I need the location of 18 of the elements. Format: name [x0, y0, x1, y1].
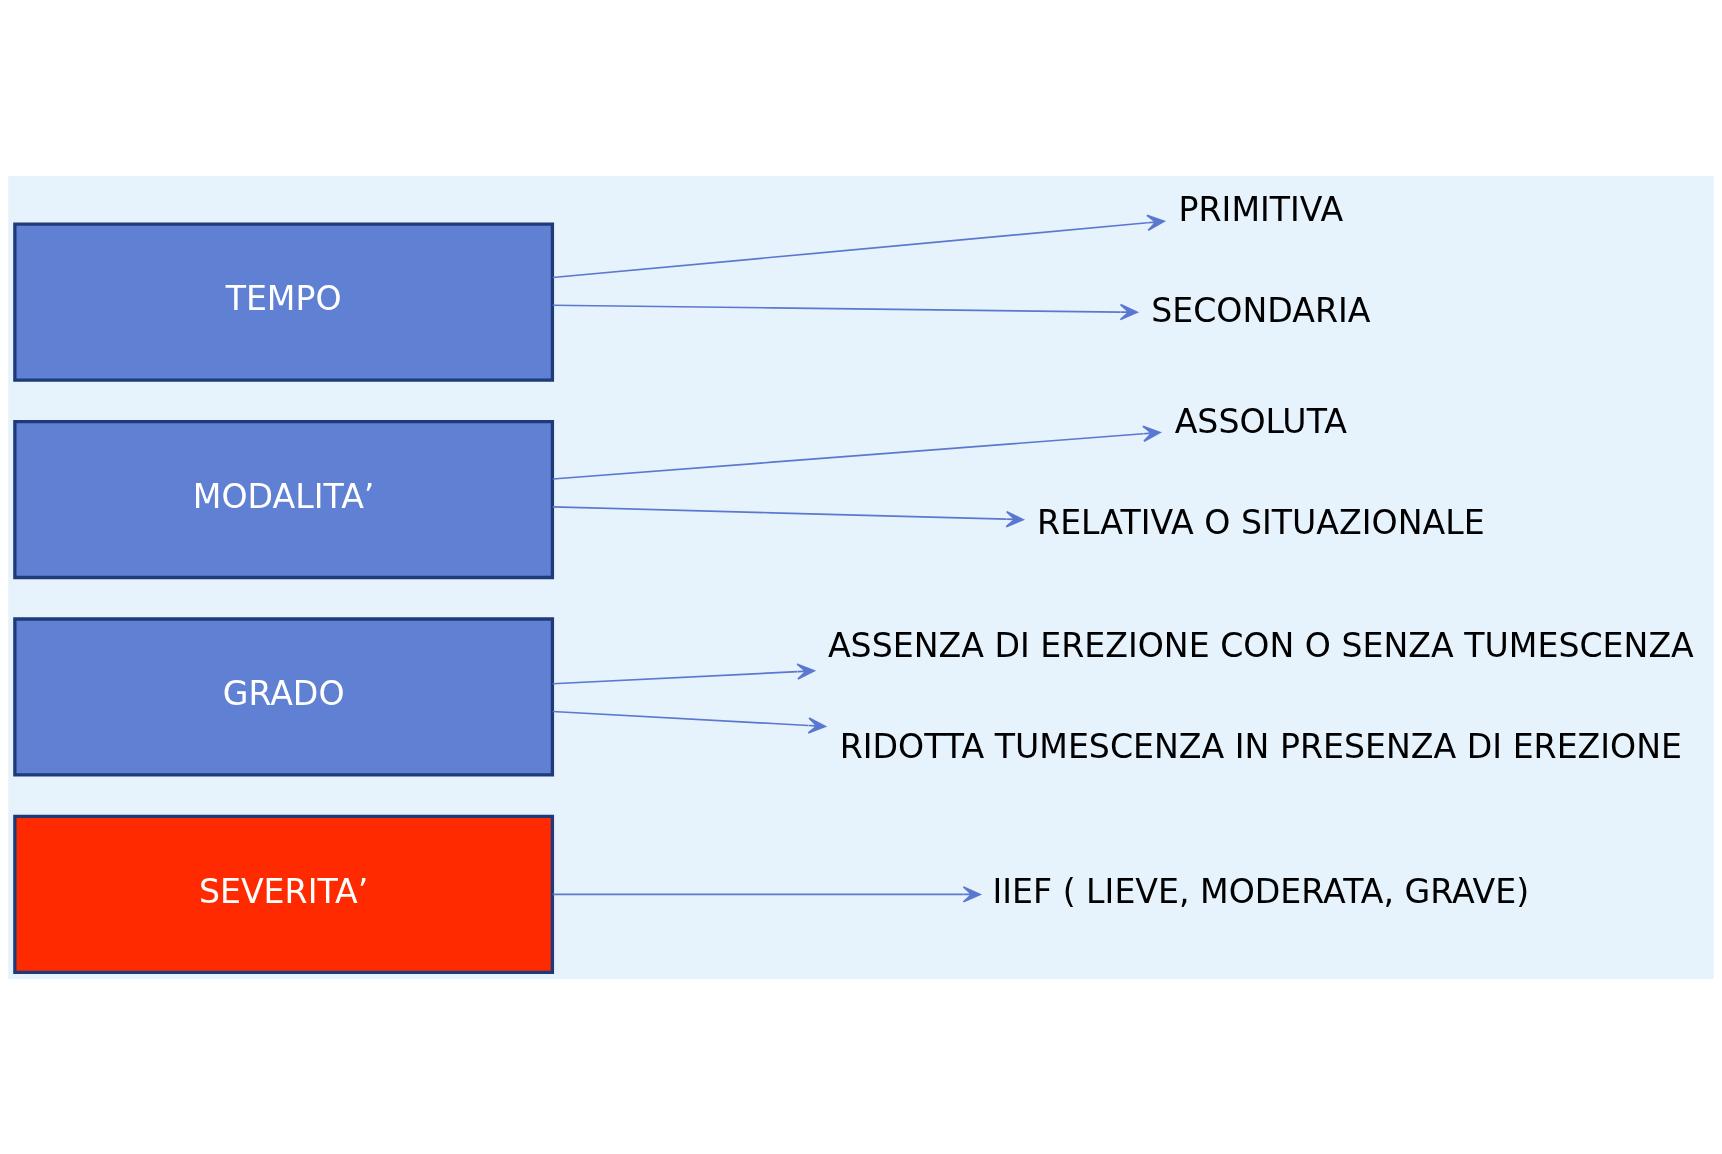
arrow	[551, 885, 981, 903]
node-text: IIEF ( LIEVE, MODERATA, GRAVE)	[992, 871, 1530, 911]
arrow	[551, 710, 827, 734]
arrow	[551, 303, 1138, 320]
arrow	[551, 662, 815, 685]
node-box: GRADO	[13, 616, 555, 777]
node-box: MODALITA’	[13, 419, 555, 579]
arrow	[551, 214, 1165, 278]
node-text: SECONDARIA	[1151, 290, 1371, 330]
node-text: RELATIVA O SITUAZIONALE	[1037, 502, 1485, 542]
node-text: PRIMITIVA	[1178, 189, 1344, 229]
node-box: TEMPO	[13, 221, 555, 382]
node-text: ASSENZA DI EREZIONE CON O SENZA TUMESCENZA	[827, 625, 1694, 665]
arrow	[551, 505, 1024, 527]
arrow	[551, 424, 1161, 480]
node-text: ASSOLUTA	[1174, 401, 1348, 441]
node-text: RIDOTTA TUMESCENZA IN PRESENZA DI EREZIONE	[839, 726, 1683, 766]
node-box: SEVERITA’	[13, 814, 555, 974]
